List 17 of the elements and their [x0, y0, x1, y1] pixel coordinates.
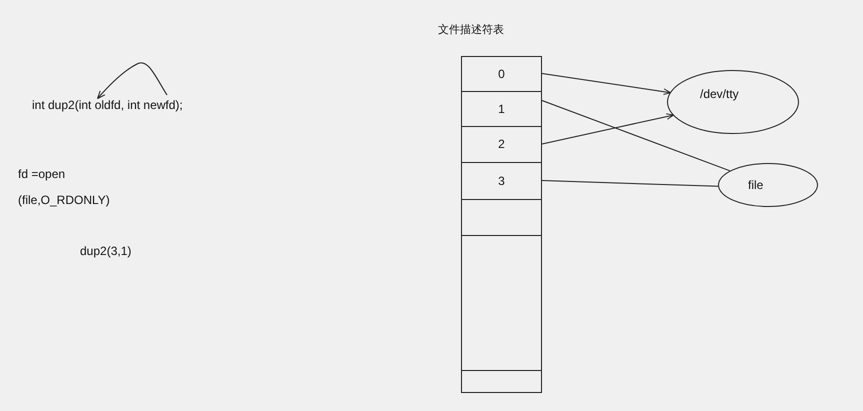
table-cell: 2 [461, 126, 542, 163]
node-label: /dev/tty [700, 87, 739, 101]
connector-line [542, 180, 719, 187]
arrow [542, 113, 674, 144]
code-text: int dup2(int oldfd, int newfd); [32, 98, 183, 112]
table-cell: 1 [461, 91, 542, 127]
code-text: (file,O_RDONLY) [18, 193, 110, 207]
code-text: dup2(3,1) [80, 244, 132, 258]
ellipse-node [718, 163, 818, 207]
ellipse-node [667, 70, 799, 134]
arrow [542, 73, 672, 95]
connector-line [542, 100, 730, 172]
table-cell: 3 [461, 162, 542, 200]
table-heading: 文件描述符表 [438, 22, 504, 37]
code-text: fd =open [18, 167, 66, 181]
table-cell: 0 [461, 56, 542, 92]
node-label: file [748, 178, 764, 192]
